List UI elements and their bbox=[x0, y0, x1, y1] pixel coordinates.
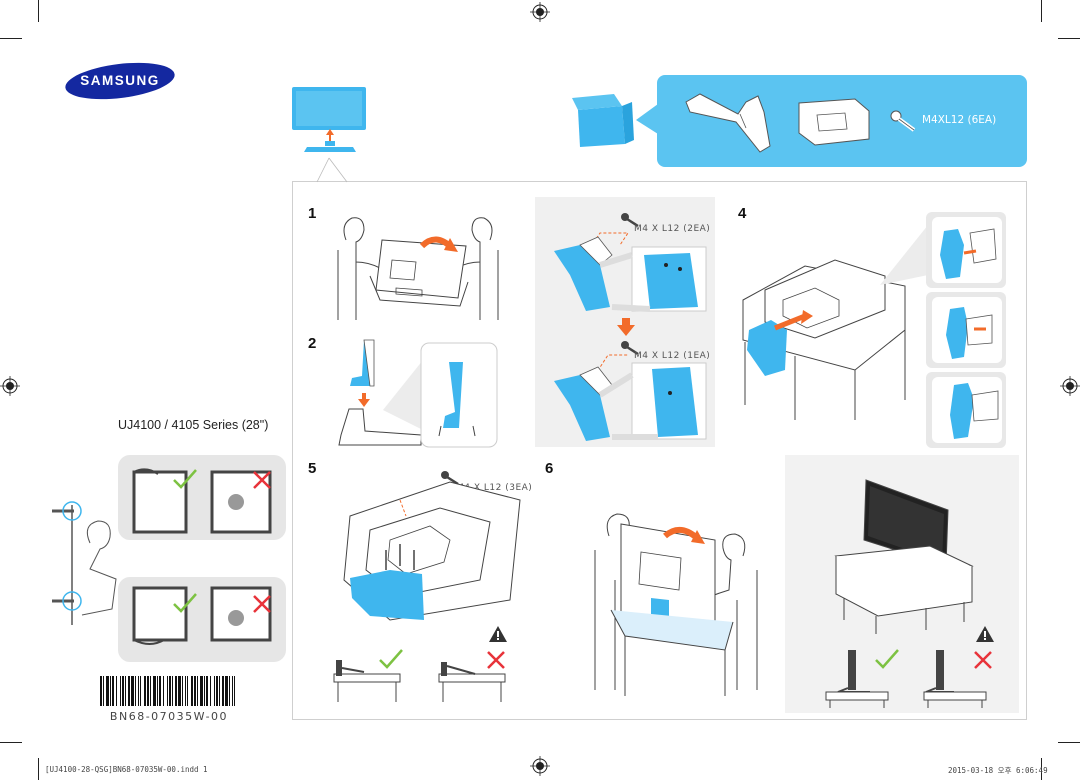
step-6-number: 6 bbox=[545, 460, 554, 477]
barcode bbox=[100, 676, 235, 706]
check-icon bbox=[379, 649, 403, 669]
step7-incorrect-illustration bbox=[923, 650, 987, 708]
step4-detail-1-icon bbox=[932, 217, 1002, 283]
step3-bottom-assembly-illustration bbox=[554, 354, 707, 441]
step5-incorrect-illustration bbox=[438, 662, 506, 702]
crop-mark bbox=[1041, 0, 1042, 22]
screw-icon bbox=[621, 213, 639, 228]
cross-icon bbox=[253, 471, 271, 489]
handling-incorrect-bottom-illustration bbox=[210, 586, 272, 642]
warning-icon bbox=[489, 626, 507, 642]
crop-mark bbox=[38, 758, 39, 780]
step5-screw-label: M4 X L12 (3EA) bbox=[456, 483, 533, 493]
step2-stand-neck-icon bbox=[350, 339, 375, 387]
monitor-overview-icon bbox=[292, 87, 366, 152]
crop-mark bbox=[1041, 758, 1042, 780]
model-title: UJ4100 / 4105 Series (28") bbox=[118, 418, 269, 432]
cross-icon bbox=[253, 595, 271, 613]
crop-mark bbox=[38, 0, 39, 22]
stand-neck-icon bbox=[685, 93, 771, 153]
step3-top-assembly-illustration bbox=[554, 232, 707, 312]
step3-orange-arrow-icon bbox=[617, 318, 635, 336]
step2-zoom-callout bbox=[383, 342, 498, 448]
screw-icon bbox=[621, 341, 639, 356]
handling-correct-bottom-illustration bbox=[132, 586, 188, 645]
crop-mark bbox=[1058, 742, 1080, 743]
screw-icon bbox=[890, 110, 916, 132]
step5-correct-illustration bbox=[333, 660, 401, 702]
main-frame bbox=[292, 181, 1027, 720]
samsung-logo: SAMSUNG bbox=[64, 62, 176, 100]
step5-attach-stand-illustration bbox=[343, 481, 521, 621]
step3-top-screw-label: M4 X L12 (2EA) bbox=[634, 224, 711, 234]
callout-pointer bbox=[636, 104, 658, 134]
step2-orange-arrow-icon bbox=[358, 393, 370, 407]
check-icon bbox=[875, 649, 899, 669]
samsung-logo-text: SAMSUNG bbox=[80, 73, 160, 88]
step-5-number: 5 bbox=[308, 460, 317, 477]
step1-two-people-flip-illustration bbox=[337, 217, 499, 320]
package-box-icon bbox=[572, 94, 634, 147]
footer-left: [UJ4100-28-QSG]BN68-07035W-00.indd 1 bbox=[45, 765, 208, 774]
step4-detail-2-icon bbox=[932, 297, 1002, 363]
cross-icon bbox=[974, 651, 992, 669]
registration-mark-icon bbox=[0, 376, 20, 396]
handling-person-illustration bbox=[52, 501, 117, 625]
check-icon bbox=[173, 593, 197, 613]
step4-callout-pointer bbox=[880, 225, 928, 285]
crop-mark bbox=[1058, 38, 1080, 39]
step3-bottom-screw-label: M4 X L12 (1EA) bbox=[634, 351, 711, 361]
crop-mark bbox=[0, 38, 22, 39]
registration-mark-icon bbox=[530, 756, 550, 776]
footer-right: 2015-03-18 오후 6:06:49 bbox=[948, 766, 1048, 775]
barcode-text: BN68-07035W-00 bbox=[109, 710, 229, 723]
screw-icon bbox=[441, 471, 459, 486]
step-4-number: 4 bbox=[738, 205, 747, 222]
parts-screw-label: M4XL12 (6EA) bbox=[922, 114, 997, 126]
step4-mount-stand-illustration bbox=[742, 259, 906, 420]
check-icon bbox=[173, 469, 197, 489]
step-1-number: 1 bbox=[308, 205, 317, 222]
crop-mark bbox=[0, 742, 22, 743]
step4-detail-3-icon bbox=[932, 377, 1002, 443]
cross-icon bbox=[487, 651, 505, 669]
step7-correct-illustration bbox=[825, 650, 889, 708]
registration-mark-icon bbox=[1060, 376, 1080, 396]
callout-line bbox=[316, 157, 348, 183]
step-2-number: 2 bbox=[308, 335, 317, 352]
stand-base-icon bbox=[798, 98, 870, 146]
step7-monitor-on-desk-illustration bbox=[834, 479, 974, 634]
step6-two-people-lift-illustration bbox=[594, 513, 758, 696]
registration-mark-icon bbox=[530, 2, 550, 22]
warning-icon bbox=[976, 626, 994, 642]
